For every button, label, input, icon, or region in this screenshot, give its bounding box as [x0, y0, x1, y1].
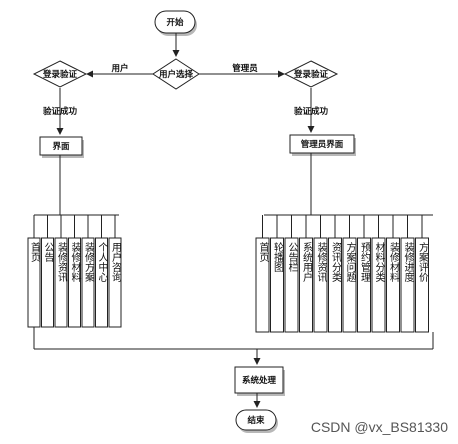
user-interface-label: 界面: [52, 141, 70, 152]
module-box: 首页: [27, 237, 41, 328]
login-right-label: 登录验证: [293, 69, 329, 80]
system-process-label: 系统处理: [242, 375, 277, 386]
module-box: 用户咨询: [108, 237, 122, 328]
watermark: CSDN @vx_BS81330: [311, 419, 448, 435]
login-left-decision: 登录验证: [32, 60, 88, 88]
module-box: 装修方案: [81, 237, 95, 328]
user-interface-node: 界面: [39, 136, 83, 156]
edge-verify-right-label: 验证成功: [294, 106, 329, 117]
module-box: 装修材料: [386, 237, 400, 333]
module-label: 装修材料: [69, 241, 81, 283]
system-process-node: 系统处理: [234, 366, 284, 394]
login-left-label: 登录验证: [42, 69, 78, 80]
module-box: 装修资讯: [313, 237, 328, 333]
module-label: 公告栏: [286, 242, 298, 273]
edge-user-label: 用户: [110, 63, 128, 74]
module-label: 公告: [42, 242, 54, 263]
module-label: 装修方案: [83, 241, 95, 283]
module-label: 方案评价: [417, 241, 429, 282]
module-box: 公告栏: [284, 237, 299, 333]
module-label: 预约管理: [359, 242, 371, 282]
admin-interface-label: 管理员界面: [301, 139, 344, 150]
user-module-drops: [33, 215, 116, 238]
module-label: 系统用户: [301, 242, 313, 283]
start-node: 开始: [154, 10, 196, 34]
user-choice-decision: 用户选择: [152, 58, 200, 90]
module-label: 首页: [29, 241, 41, 263]
edge-admin-label: 管理员: [232, 63, 258, 74]
module-label: 首页: [257, 241, 269, 263]
edge-verify-left-label: 验证成功: [43, 106, 78, 117]
module-box: 装修材料: [68, 237, 81, 328]
module-label: 用户咨询: [110, 242, 122, 283]
admin-interface-node: 管理员界面: [289, 134, 355, 154]
module-box: 装修资讯: [54, 237, 68, 328]
admin-modules: 首页轮播图公告栏系统用户装修资讯资讯分类方案问题预约管理材料分类装修材料装修进度…: [255, 237, 429, 333]
module-label: 装修材料: [388, 241, 400, 283]
module-label: 个人中心: [96, 242, 108, 282]
end-label: 结束: [247, 415, 265, 426]
module-box: 系统用户: [299, 237, 313, 333]
module-label: 装修资讯: [56, 241, 68, 283]
admin-module-drops: [262, 215, 423, 238]
module-label: 轮播图: [272, 241, 284, 273]
module-box: 轮播图: [270, 237, 284, 333]
module-box: 方案评价: [415, 237, 429, 333]
module-label: 装修进度: [402, 241, 414, 283]
module-label: 方案问题: [344, 241, 356, 282]
module-box: 预约管理: [357, 237, 371, 333]
module-label: 装修资讯: [315, 241, 327, 283]
module-box: 方案问题: [342, 237, 357, 333]
module-box: 个人中心: [95, 237, 108, 328]
module-box: 首页: [255, 237, 270, 333]
start-label: 开始: [166, 17, 184, 28]
module-box: 资讯分类: [328, 237, 342, 333]
login-right-decision: 登录验证: [283, 60, 339, 88]
module-box: 材料分类: [371, 237, 386, 333]
user-modules: 首页公告装修资讯装修材料装修方案个人中心用户咨询: [27, 237, 122, 328]
end-node: 结束: [235, 409, 277, 431]
module-box: 公告: [41, 237, 54, 328]
user-choice-label: 用户选择: [158, 69, 194, 80]
module-label: 材料分类: [373, 241, 385, 283]
module-label: 资讯分类: [330, 242, 342, 283]
module-box: 装修进度: [400, 237, 415, 333]
